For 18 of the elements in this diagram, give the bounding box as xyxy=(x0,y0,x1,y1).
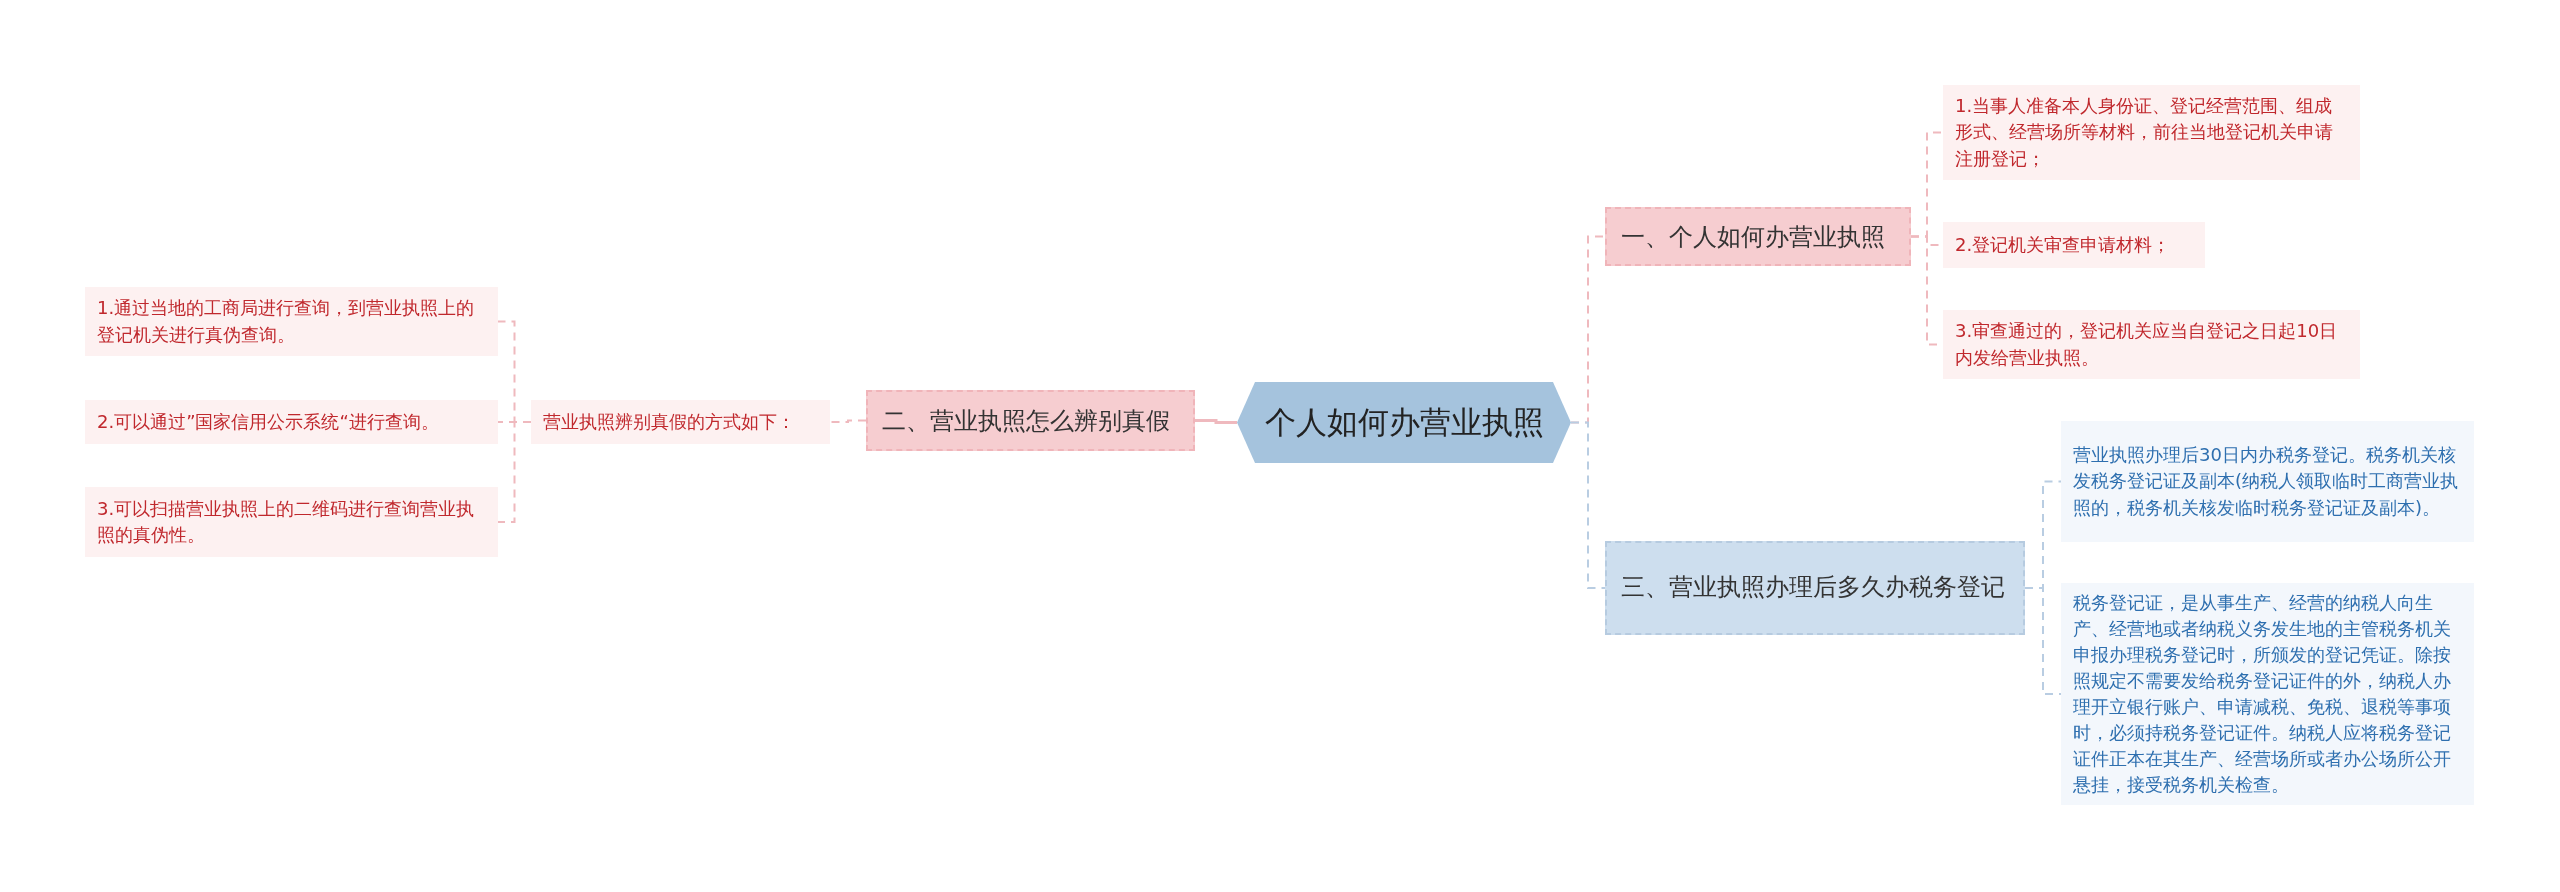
note-box: 2.登记机关审查申请材料； xyxy=(1943,222,2205,268)
central-topic-hexagon: 个人如何办营业执照 xyxy=(1237,382,1571,463)
subtopic-box: 营业执照辨别真假的方式如下： xyxy=(531,400,830,444)
note-box: 1.当事人准备本人身份证、登记经营范围、组成形式、经营场所等材料，前往当地登记机关申请注册登记； xyxy=(1943,85,2360,180)
note-box: 3.可以扫描营业执照上的二维码进行查询营业执照的真伪性。 xyxy=(85,487,498,557)
topic-box: 一、个人如何办营业执照 xyxy=(1605,207,1911,266)
connector-line xyxy=(497,421,532,523)
topic-box: 三、营业执照办理后多久办税务登记 xyxy=(1605,541,2025,635)
note-box: 营业执照办理后30日内办税务登记。税务机关核发税务登记证及副本(纳税人领取临时工商营业执照的，税务机关核发临时税务登记证及副本)。 xyxy=(2061,421,2474,542)
note-box: 3.审查通过的，登记机关应当自登记之日起10日内发给营业执照。 xyxy=(1943,310,2360,379)
connector-line xyxy=(1570,421,1606,589)
connector-line xyxy=(829,419,867,423)
topic-box: 二、营业执照怎么辨别真假 xyxy=(866,390,1195,451)
connector-line xyxy=(1195,419,1237,424)
connector-line xyxy=(2024,587,2062,695)
note-box: 税务登记证，是从事生产、经营的纳税人向生产、经营地或者纳税义务发生地的主管税务机关申报办理税务登记时，所颁发的登记凭证。除按照规定不需要发给税务登记证件的外，纳税人办理开立银行账户、申请减税、免税、退税等事项时，必须持税务登记证件。纳税人应将税务登记证件正本在其生产、经营场所或者办公场所公开悬挂，接受税务机关检查。 xyxy=(2061,583,2474,805)
note-box: 1.通过当地的工商局进行查询，到营业执照上的登记机关进行真伪查询。 xyxy=(85,287,498,356)
note-box: 2.可以通过”国家信用公示系统“进行查询。 xyxy=(85,400,498,444)
